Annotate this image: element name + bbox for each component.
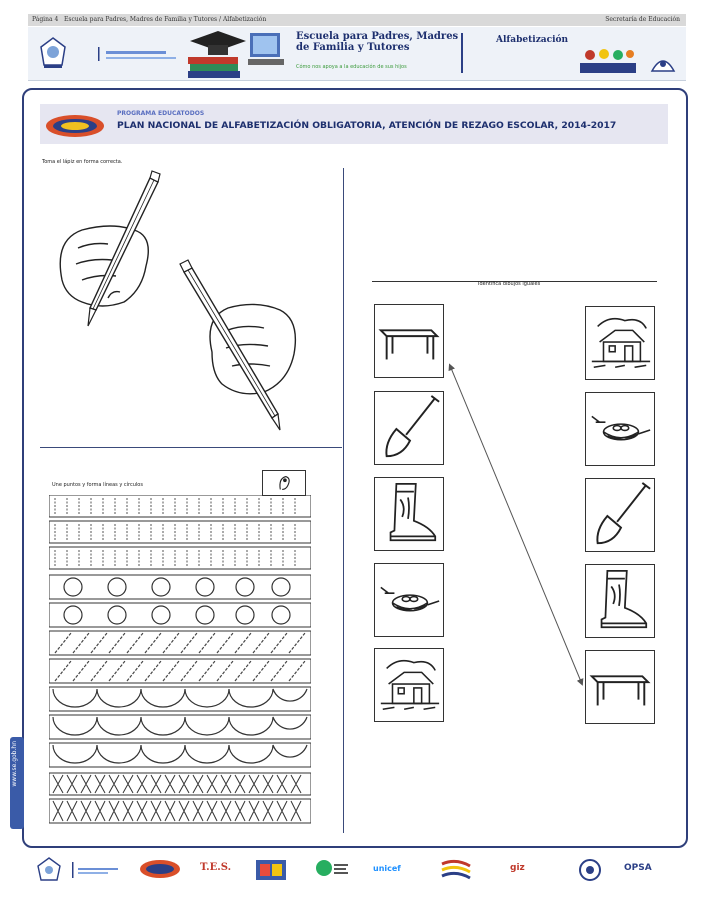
tes-logo: T.E.S. [200,862,232,873]
section-divider [40,447,342,448]
program-title: PLAN NACIONAL DE ALFABETIZACIÓN OBLIGATO… [117,120,617,131]
giz-logo: giz [510,863,525,873]
left-card-boot [374,477,444,551]
right-card-house [585,306,655,380]
header-banner: Escuela para Padres, Madres de Familia y… [28,27,686,81]
seal-logo-icon [37,857,61,881]
right-card-nest [585,392,655,466]
page-frame [22,88,688,848]
bench-icon [589,675,651,706]
unicef-logo: unicef [373,864,401,873]
left-card-bench [374,304,444,378]
nest-icon [380,586,440,612]
trace-instruction: Une puntos y forma líneas y círculos [52,482,143,488]
left-card-shovel [374,391,444,465]
left-card-nest [374,563,444,637]
hands-holding-pencil-illustration [59,170,297,431]
green-logo-icon [316,860,348,876]
house-icon [380,659,440,711]
banner-title: Escuela para Padres, Madres de Familia y… [296,31,459,53]
section-title: Alfabetización [496,35,569,45]
right-card-boot [585,564,655,638]
left-card-house [374,648,444,722]
right-card-bench [585,650,655,724]
footer-logos: T.E.S. unicef giz OPSA [28,852,686,888]
ministry-logo-icon [98,47,176,61]
flag-logo-icon [441,859,471,880]
match-header: Identifica dibujos iguales [372,281,657,290]
house-icon [591,317,651,369]
pencil-instruction: Toma el lápiz en forma correcta. [42,159,123,165]
educatodos-footer-logo-icon [140,860,180,878]
trace-picture-icon [262,470,306,496]
pencil-icon-1 [87,170,161,327]
column-divider [343,168,344,833]
educatodos-logo-icon [46,115,104,137]
ministry-footer-logo-icon [72,862,118,878]
boot-icon [389,483,437,542]
shovel-icon [596,482,651,545]
shovel-icon [385,395,440,458]
emblem-icon [650,60,676,72]
tracing-worksheet[interactable] [49,495,311,827]
program-label: PROGRAMA EDUCATODOS [117,110,205,117]
right-card-shovel [585,478,655,552]
books-graduation-cap-icon [188,31,284,78]
colorful-logo-icon [256,860,286,880]
program-band [40,104,668,144]
side-url-tab: www.se.gob.hn [10,737,24,829]
page-breadcrumb: Página 4 Escuela para Padres, Madres de … [32,16,267,23]
round-emblem-icon [579,859,601,881]
boot-icon [600,570,648,629]
banner-subtitle: Cómo nos apoya a la educación de sus hij… [296,64,407,70]
nest-icon [591,415,651,441]
children-logo-icon [580,49,636,73]
banner-separator [461,33,463,73]
top-strip: Página 4 Escuela para Padres, Madres de … [28,14,686,26]
national-seal-icon [40,37,66,68]
bench-icon [378,329,440,360]
pencil-icon-2 [179,259,281,431]
opsa-logo: OPSA [624,863,652,873]
ministry-name: Secretaría de Educación [605,16,680,23]
